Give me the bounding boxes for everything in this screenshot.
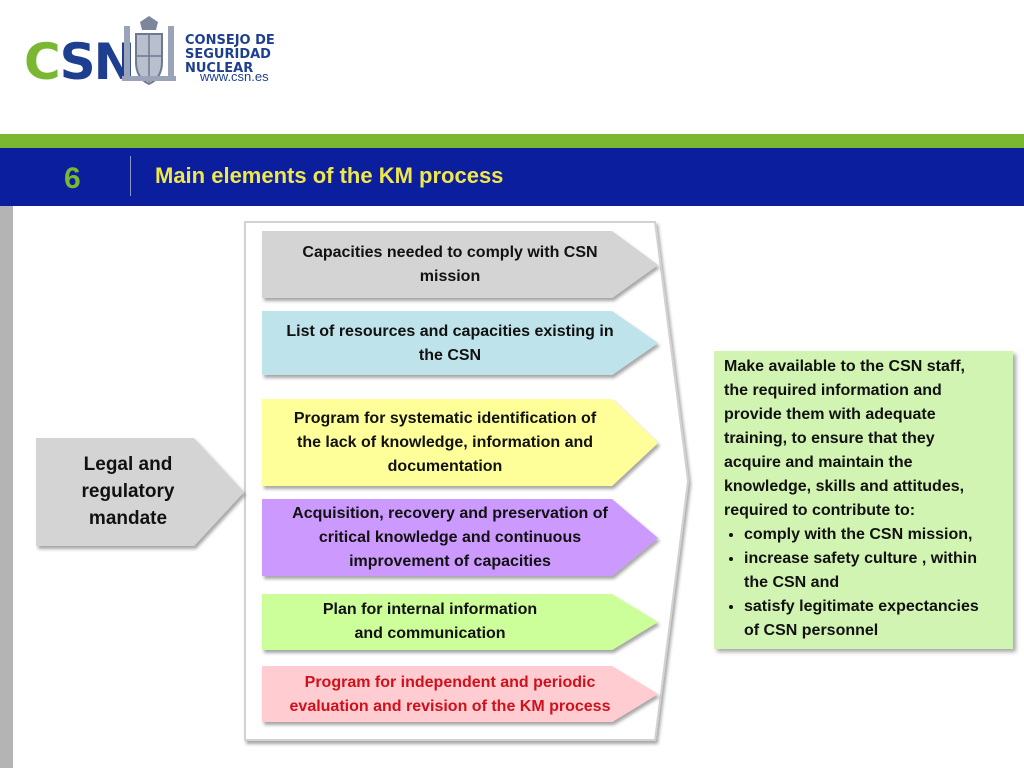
objective-line2: the required information and [724, 382, 942, 399]
objective-bullet-1: comply with the CSN mission, [744, 523, 1005, 547]
org-name-line2: SEGURIDAD NUCLEAR [185, 47, 271, 76]
element-3-line3: documentation [387, 458, 503, 475]
left-gray-stripe [0, 206, 13, 768]
element-shape-4 [262, 499, 658, 576]
slide-title: Main elements of the KM process [155, 163, 504, 188]
element-3-line1: Program for systematic identification of [293, 410, 597, 427]
objective-line7: required to contribute to: [724, 502, 916, 519]
objective-line6: knowledge, skills and attitudes, [724, 478, 965, 495]
objective-bullet-3: satisfy legitimate expectancies of CSN p… [744, 595, 1005, 643]
website-url[interactable]: www.csn.es [200, 69, 269, 84]
element-6-line1: Program for independent and periodic [304, 674, 596, 691]
objective-box: Make available to the CSN staff, the req… [714, 351, 1013, 649]
bullet-3-line1: satisfy legitimate expectancies [744, 598, 979, 615]
objective-line5: acquire and maintain the [724, 454, 913, 471]
bullet-3-line2: of CSN personnel [744, 622, 879, 639]
element-label-1: Capacities needed to comply with CSN mis… [262, 241, 638, 289]
element-label-4: Acquisition, recovery and preservation o… [262, 502, 638, 574]
bullet-1-line1: comply with the CSN mission, [744, 526, 973, 543]
legal-mandate-line2: regulatory [81, 480, 175, 502]
legal-mandate-shape [36, 438, 244, 546]
objective-bullet-2: increase safety culture , within the CSN… [744, 547, 1005, 595]
element-1-line2: mission [419, 268, 481, 285]
objective-bullet-list: comply with the CSN mission, increase sa… [724, 523, 1005, 643]
objective-line1: Make available to the CSN staff, [724, 358, 965, 375]
element-4-line3: improvement of capacities [349, 553, 551, 570]
bullet-2-line2: the CSN and [744, 574, 840, 591]
legal-mandate-line3: mandate [88, 507, 168, 529]
element-label-3: Program for systematic identification of… [262, 407, 628, 479]
element-shape-1 [262, 231, 658, 298]
objective-line4: training, to ensure that they [724, 430, 935, 447]
org-name-line1: CONSEJO DE [185, 33, 275, 48]
element-shape-2 [262, 311, 658, 375]
legal-mandate-label: Legal and regulatory mandate [36, 446, 220, 536]
element-2-line2: the CSN [418, 347, 482, 364]
objective-line3: provide them with adequate [724, 406, 936, 423]
element-1-line1: Capacities needed to comply with CSN [302, 244, 598, 261]
logo-letter-c: C [24, 33, 62, 91]
element-label-6: Program for independent and periodic eva… [262, 671, 638, 719]
element-3-line2: the lack of knowledge, information and [296, 434, 594, 451]
element-4-line1: Acquisition, recovery and preservation o… [292, 505, 608, 522]
element-label-5: Plan for internal information and commun… [262, 598, 598, 646]
csn-logo: CSN CONSEJO DE SEGURIDAD NUCLEAR www.csn… [22, 14, 322, 94]
objective-text: Make available to the CSN staff, the req… [724, 355, 1005, 643]
element-4-line2: critical knowledge and continuous [318, 529, 582, 546]
element-2-line1: List of resources and capacities existin… [286, 323, 614, 340]
element-shape-6 [262, 666, 658, 722]
header-green-bar [0, 134, 1024, 148]
section-number: 6 [64, 162, 81, 195]
element-label-2: List of resources and capacities existin… [262, 320, 638, 368]
header-blue-bar [0, 148, 1024, 206]
element-5-line2: and communication [354, 625, 506, 642]
legal-mandate-line1: Legal and [83, 453, 173, 475]
coat-of-arms-icon [122, 16, 176, 86]
element-6-line2: evaluation and revision of the KM proces… [289, 698, 611, 715]
element-5-line1: Plan for internal information [322, 601, 538, 618]
bullet-2-line1: increase safety culture , within [744, 550, 977, 567]
element-shape-5 [262, 594, 658, 650]
section-divider [130, 156, 131, 196]
element-shape-3 [262, 399, 658, 486]
org-name: CONSEJO DE SEGURIDAD NUCLEAR [185, 34, 322, 76]
